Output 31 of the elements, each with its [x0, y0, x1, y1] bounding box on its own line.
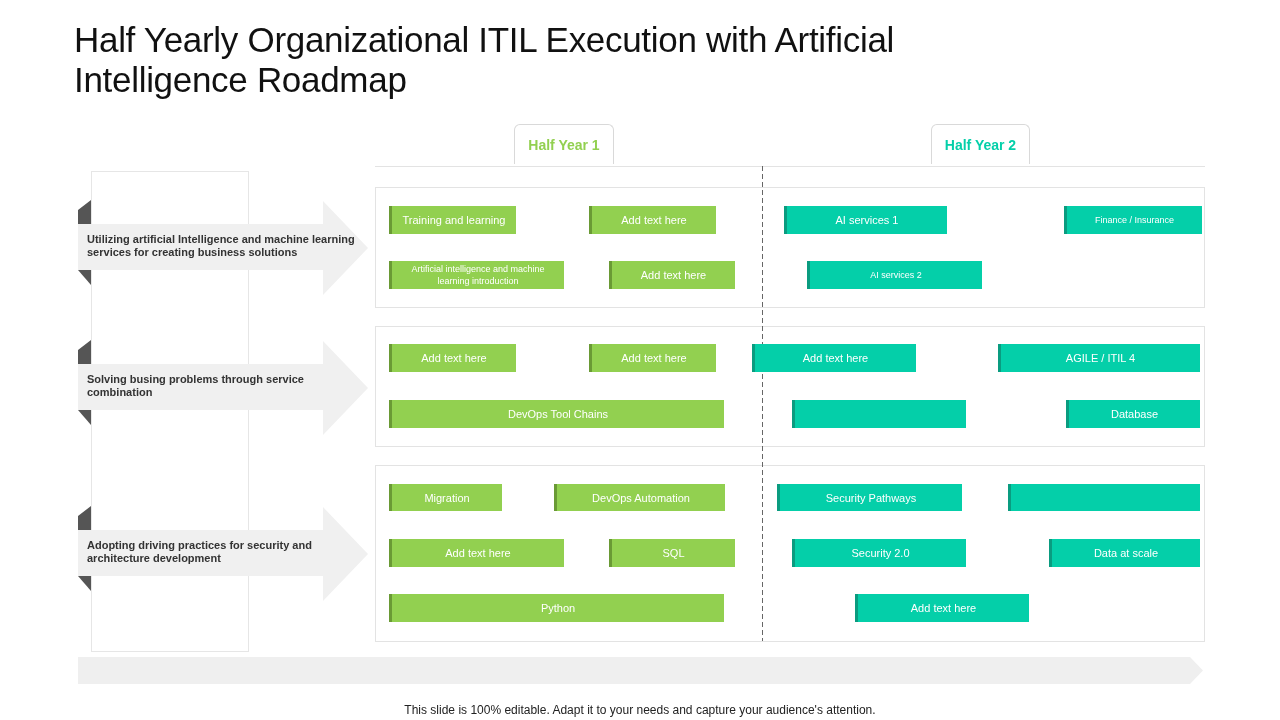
roadmap-bar: AI services 1 — [784, 206, 947, 234]
arrow-label: Solving busing problems through service combination — [87, 373, 305, 399]
roadmap-bar: DevOps Automation — [554, 484, 725, 511]
roadmap-bar: Add text here — [855, 594, 1029, 622]
roadmap-bar: AGILE / ITIL 4 — [998, 344, 1200, 372]
roadmap-bar: Add text here — [752, 344, 916, 372]
roadmap-bar: Python — [389, 594, 724, 622]
roadmap-bar: Data at scale — [1049, 539, 1200, 567]
roadmap-bar: DevOps Tool Chains — [389, 400, 724, 428]
arrow-label: Utilizing artificial Intelligence and machine learning services for creating business solutions — [87, 233, 356, 259]
roadmap-bar: Database — [1066, 400, 1200, 428]
roadmap-bar: Training and learning — [389, 206, 516, 234]
roadmap-bar: Add text here — [389, 344, 516, 372]
roadmap-bar: Add text here — [389, 539, 564, 567]
roadmap-bar: Add text here — [589, 206, 716, 234]
roadmap-bar: Finance / Insurance — [1064, 206, 1202, 234]
period-tab: Half Year 1 — [514, 124, 614, 164]
roadmap-bar — [1008, 484, 1200, 511]
roadmap-bar: AI services 2 — [807, 261, 982, 289]
roadmap-bar: Add text here — [589, 344, 716, 372]
roadmap-bar: Security 2.0 — [792, 539, 966, 567]
roadmap-bar: Artificial intelligence and machine learning introduction — [389, 261, 564, 289]
roadmap-bar: Add text here — [609, 261, 735, 289]
roadmap-bar: SQL — [609, 539, 735, 567]
title: Half Yearly Organizational ITIL Execution with Artificial Intelligence Roadmap — [74, 20, 896, 100]
roadmap-bar — [792, 400, 966, 428]
roadmap-bar: Security Pathways — [777, 484, 962, 511]
period-tab: Half Year 2 — [931, 124, 1030, 164]
footer-note: This slide is 100% editable. Adapt it to your needs and capture your audience's attention. — [403, 703, 877, 717]
arrow-label: Adopting driving practices for security and architecture development — [87, 539, 313, 565]
roadmap-bar: Migration — [389, 484, 502, 511]
